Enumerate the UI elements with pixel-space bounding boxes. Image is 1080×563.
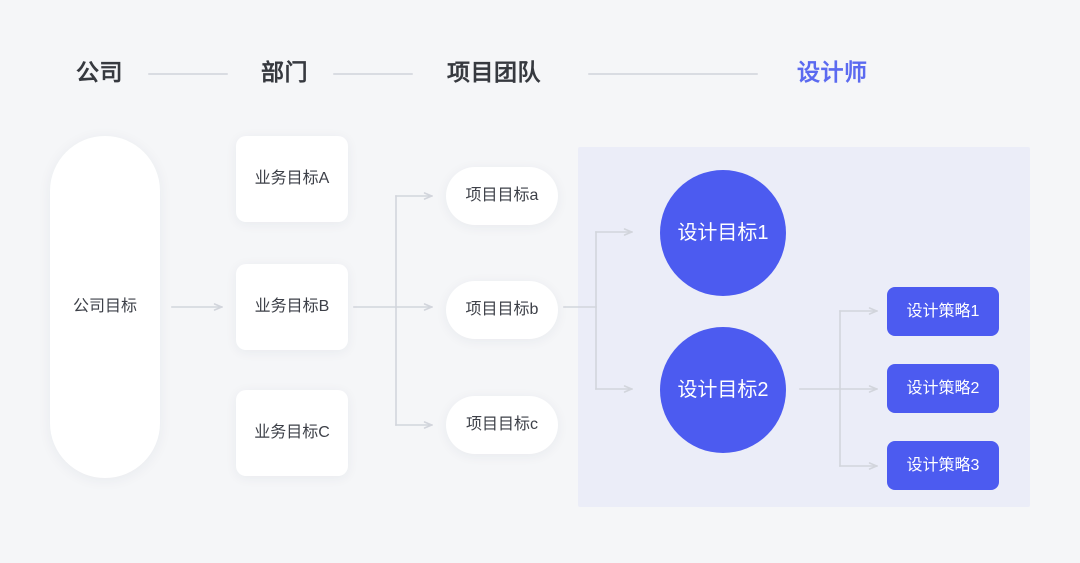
company-goal-node[interactable]: 公司目标 [50,136,160,478]
department-node-a[interactable]: 业务目标A [236,136,348,222]
department-label-c: 业务目标C [254,424,330,442]
project-goal-label-a: 项目目标a [465,187,539,205]
header-label-company: 公司 [76,59,123,85]
project-goal-node-c[interactable]: 项目目标c [446,396,558,454]
department-node-b[interactable]: 业务目标B [236,264,348,350]
design-goal-label-2: 设计目标2 [677,379,769,401]
project-goal-node-b[interactable]: 项目目标b [446,281,558,339]
department-node-c[interactable]: 业务目标C [236,390,348,476]
header-label-project-team: 项目团队 [447,59,541,85]
project-goal-label-c: 项目目标c [465,416,538,434]
department-label-b: 业务目标B [254,298,330,316]
header-rule-3 [588,73,758,75]
design-strategy-node-2[interactable]: 设计策略2 [887,364,999,413]
design-strategy-node-1[interactable]: 设计策略1 [887,287,999,336]
header-rule-2 [333,73,413,75]
design-goal-node-1[interactable]: 设计目标1 [660,170,786,296]
design-strategy-label-1: 设计策略1 [906,302,980,320]
design-goal-label-1: 设计目标1 [677,222,769,244]
header-label-department: 部门 [261,59,308,85]
project-goal-node-a[interactable]: 项目目标a [446,167,558,225]
header-rule-1 [148,73,228,75]
department-label-a: 业务目标A [254,170,330,188]
design-strategy-label-2: 设计策略2 [906,379,980,397]
design-goal-node-2[interactable]: 设计目标2 [660,327,786,453]
design-strategy-label-3: 设计策略3 [906,456,980,474]
project-goal-label-b: 项目目标b [465,301,539,319]
company-goal-label: 公司目标 [72,298,137,316]
design-strategy-node-3[interactable]: 设计策略3 [887,441,999,490]
header-label-designer: 设计师 [797,59,868,85]
